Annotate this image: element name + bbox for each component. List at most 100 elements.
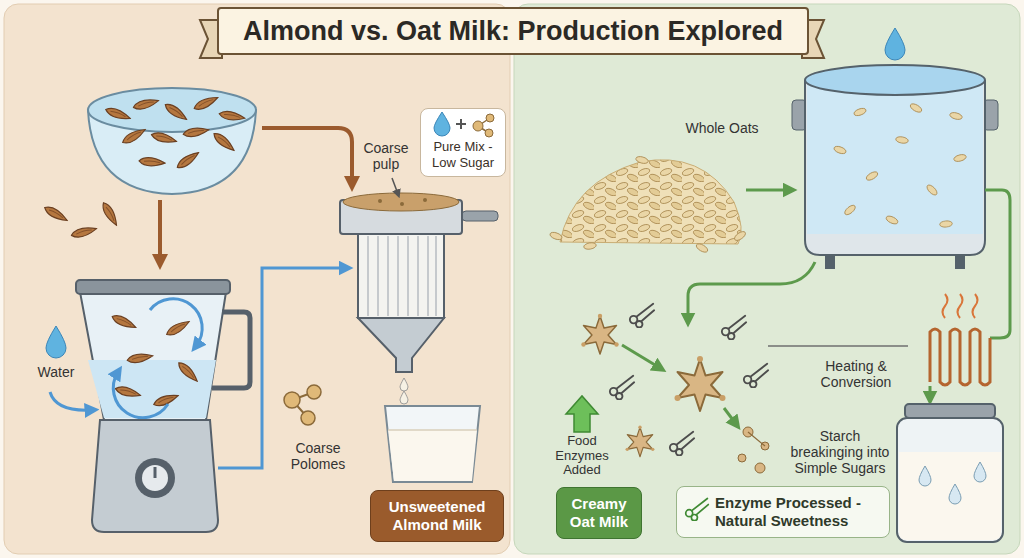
annotation-label: Heating & Conversion xyxy=(813,358,899,390)
strainer xyxy=(343,193,459,211)
enzyme-reaction xyxy=(738,454,746,462)
cooking-pot xyxy=(825,255,835,269)
cooking-pot xyxy=(843,204,857,217)
strainer xyxy=(358,318,444,372)
oat-pile xyxy=(635,155,649,164)
soaking-bowl xyxy=(88,88,256,132)
soaking-bowl xyxy=(139,157,166,167)
cooking-pot xyxy=(949,111,963,120)
blender xyxy=(76,280,250,532)
flow-arrow xyxy=(724,408,736,424)
oat-pile xyxy=(549,231,563,241)
cooking-pot xyxy=(792,28,998,269)
cooking-pot xyxy=(939,220,952,227)
annotation-label: Coarse Polomes xyxy=(278,440,358,472)
strainer xyxy=(340,193,498,404)
flow-arrow xyxy=(50,128,352,468)
blender xyxy=(165,318,192,338)
cooking-pot xyxy=(805,80,985,255)
cooking-pot xyxy=(865,170,879,182)
flow-arrow xyxy=(158,200,162,262)
enzyme-reaction xyxy=(566,396,598,432)
ingredient-icons xyxy=(434,112,450,136)
soaking-bowl xyxy=(183,126,210,138)
enzyme-reaction xyxy=(722,316,746,340)
enzyme-reaction xyxy=(610,376,634,400)
milk-jar xyxy=(905,404,995,418)
milk-jar xyxy=(919,466,931,486)
soaking-bowl xyxy=(132,97,159,111)
background-panels xyxy=(514,4,1020,554)
enzyme-reaction xyxy=(630,304,654,328)
oat-pile xyxy=(560,160,741,244)
strainer xyxy=(400,378,408,391)
annotation-label: Coarse pulp xyxy=(360,140,412,172)
product-label: Unsweetened Almond Milk xyxy=(370,490,504,542)
flow-arrow xyxy=(622,345,660,368)
blender xyxy=(114,385,141,399)
milk-jar xyxy=(974,462,986,482)
cooking-pot xyxy=(895,136,908,144)
milk-glass xyxy=(388,430,477,481)
soaking-bowl xyxy=(43,88,256,239)
annotation-label: Food Enzymes Added xyxy=(549,434,615,479)
ingredient-icons xyxy=(486,114,494,122)
enzyme-reaction xyxy=(626,426,655,457)
enzyme-reaction xyxy=(755,463,765,473)
blender xyxy=(154,467,157,478)
enzyme-reaction xyxy=(748,432,765,446)
ingredient-icons xyxy=(456,119,466,129)
oat-pile xyxy=(583,242,596,250)
ingredient-icons xyxy=(434,112,494,137)
annotation-label: Whole Oats xyxy=(667,120,777,136)
heating-coil xyxy=(973,294,978,318)
blender xyxy=(127,352,154,364)
cooking-pot xyxy=(807,84,983,234)
annotation-label: Water xyxy=(28,364,84,380)
heating-coil xyxy=(929,386,932,398)
strainer xyxy=(400,202,404,206)
info-box: Enzyme Processed - Natural Sweetness xyxy=(676,486,890,538)
background-panels xyxy=(4,4,510,554)
heating-coil xyxy=(930,329,990,385)
water-drop xyxy=(46,326,66,358)
cooking-pot xyxy=(885,28,905,60)
heating-coil xyxy=(985,190,1010,338)
strainer xyxy=(368,236,436,316)
soaking-bowl xyxy=(193,94,220,112)
ingredient-icons xyxy=(473,121,483,131)
heating-coil xyxy=(930,190,1010,398)
milk-jar xyxy=(949,484,961,504)
strainer xyxy=(378,199,382,203)
soaking-bowl xyxy=(163,101,189,122)
milk-glass xyxy=(385,406,480,482)
blender xyxy=(80,292,226,420)
node-text: Unsweetened Almond Milk xyxy=(379,498,495,534)
blender xyxy=(88,360,216,418)
leader-line xyxy=(768,345,908,347)
enzyme-reaction xyxy=(675,356,726,411)
cooking-pot xyxy=(833,145,847,155)
cooking-pot xyxy=(885,215,899,226)
cooking-pot xyxy=(805,65,985,95)
cooking-pot xyxy=(853,107,867,117)
enzyme-reaction xyxy=(744,364,768,388)
node-text: Creamy Oat Milk xyxy=(565,495,633,531)
flow-arrow xyxy=(622,190,815,424)
soaking-bowl xyxy=(104,106,131,122)
soaking-bowl xyxy=(175,149,201,170)
enzyme-icon xyxy=(686,498,709,520)
node-text: Enzyme Processed - Natural Sweetness xyxy=(715,494,881,530)
soaking-bowl xyxy=(121,126,148,146)
blender xyxy=(92,420,218,532)
molecule-icon xyxy=(284,385,321,425)
info-box: Pure Mix - Low Sugar xyxy=(420,108,506,177)
leader-line xyxy=(392,178,398,194)
node-text: Pure Mix - Low Sugar xyxy=(426,139,500,170)
heating-coil xyxy=(943,294,948,318)
ingredient-icons xyxy=(485,129,493,137)
strainer xyxy=(358,234,444,318)
molecule-icon xyxy=(307,385,321,399)
molecule-icon xyxy=(301,411,315,425)
